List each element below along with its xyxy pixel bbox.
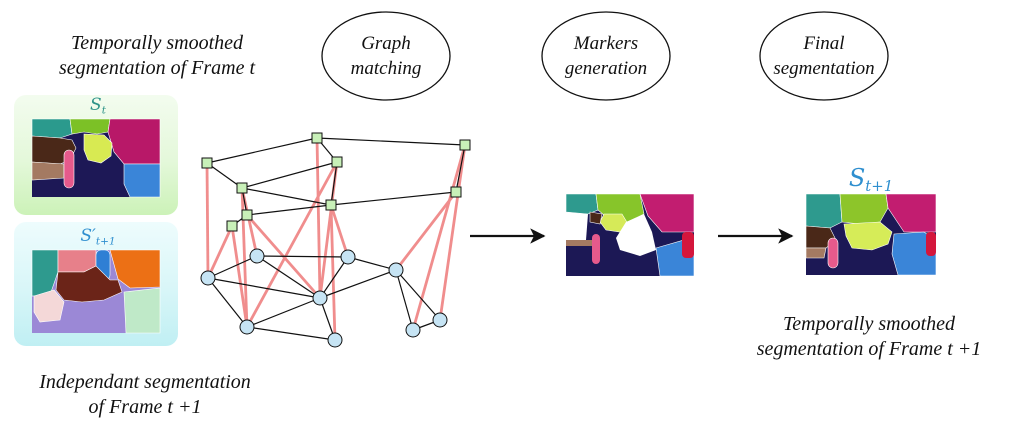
graph-edge-bottom — [395, 269, 441, 321]
graph-node-square — [325, 199, 337, 211]
graph-edge-top — [246, 204, 332, 216]
graph-edge-bottom — [319, 256, 349, 299]
label-s-t-sub: t — [101, 104, 106, 117]
graph-edge-top — [330, 161, 338, 206]
graph-edge-top — [206, 137, 318, 164]
final-caption: Temporally smoothed segmentation of Fram… — [724, 312, 1014, 362]
graph-node-square — [311, 132, 323, 144]
step-label-graph-matching: Graph matching — [326, 31, 446, 81]
match-edge — [206, 225, 234, 279]
label-s-prime-t1-base: S′ — [80, 226, 96, 246]
graph-node-square — [331, 156, 343, 168]
step-oval-markers-generation — [541, 11, 671, 101]
step-1-line2: matching — [350, 58, 422, 79]
final-caption-line1: Temporally smoothed — [782, 313, 956, 335]
graph-edge-bottom — [246, 326, 336, 341]
graph-edge-bottom — [246, 297, 321, 328]
match-edge — [438, 144, 467, 321]
label-s-t1-base: S — [848, 164, 866, 192]
graph-node-square — [241, 209, 253, 221]
graph-edge-top — [241, 161, 338, 189]
graph-edge-bottom — [347, 256, 397, 271]
graph-edge-top — [316, 137, 466, 146]
graph-node-circle — [388, 262, 404, 278]
label-s-t1-sub: t+1 — [865, 177, 894, 196]
frame-t-caption: Temporally smoothed segmentation of Fram… — [12, 31, 302, 81]
step-oval-graph-matching — [321, 11, 451, 101]
graph-edge-bottom — [256, 255, 321, 299]
graph-node-circle — [249, 248, 265, 264]
graph-node-square — [459, 139, 471, 151]
frame-t1-caption-line1: Independant segmentation — [39, 371, 251, 393]
graph-edge-top — [241, 187, 332, 206]
match-edge — [245, 161, 339, 328]
graph-node-circle — [239, 319, 255, 335]
final-segmentation-image — [805, 193, 937, 276]
step-2-line1: Markers — [573, 33, 639, 54]
label-s-prime-t1: S′t+1 — [72, 226, 124, 248]
step-3-line2: segmentation — [773, 58, 875, 79]
final-caption-line2: segmentation of Frame t +1 — [756, 338, 982, 360]
match-edge — [205, 162, 210, 279]
label-s-prime-t1-sub: t+1 — [95, 235, 116, 248]
step-label-final-segmentation: Final segmentation — [764, 31, 884, 81]
frame-t-caption-line1: Temporally smoothed — [70, 32, 244, 54]
graph-node-circle — [200, 270, 216, 286]
graph-node-circle — [327, 332, 343, 348]
label-s-t: St — [78, 95, 118, 117]
match-edge — [394, 191, 458, 271]
step-oval-final-segmentation — [759, 11, 889, 101]
match-edge — [230, 225, 249, 328]
graph-node-circle — [340, 249, 356, 265]
graph-edge-bottom — [319, 269, 397, 299]
step-2-line2: generation — [564, 58, 648, 79]
step-label-markers-generation: Markers generation — [546, 31, 666, 81]
frame-t1-caption: Independant segmentation of Frame t +1 — [0, 370, 290, 420]
graph-node-square — [450, 186, 462, 198]
match-edge — [329, 204, 350, 258]
label-s-t1: St+1 — [836, 164, 906, 195]
segmentation-image-s-t — [31, 118, 161, 198]
graph-edge-bottom — [207, 277, 321, 299]
graph-edge-top — [330, 191, 457, 206]
graph-edge-bottom — [395, 269, 414, 331]
graph-edge-bottom — [207, 277, 248, 328]
graph-node-square — [201, 157, 213, 169]
graph-edge-bottom — [207, 255, 258, 279]
graph-edge-top — [206, 162, 243, 189]
graph-node-square — [236, 182, 248, 194]
match-edge — [315, 137, 322, 299]
graph-node-circle — [312, 290, 328, 306]
segmentation-image-s-prime-t1 — [31, 249, 161, 334]
frame-t-caption-line2: segmentation of Frame t — [58, 57, 256, 79]
graph-node-circle — [405, 322, 421, 338]
label-s-t-base: S — [90, 95, 102, 115]
graph-edge-top — [455, 144, 466, 193]
step-3-line1: Final — [803, 33, 845, 54]
match-edge — [329, 204, 337, 341]
matching-graph — [200, 132, 471, 348]
step-1-line1: Graph — [361, 33, 411, 54]
graph-edge-bottom — [256, 255, 349, 258]
graph-node-square — [226, 220, 238, 232]
graph-node-circle — [432, 312, 448, 328]
markers-image — [565, 193, 695, 277]
frame-t1-caption-line2: of Frame t +1 — [88, 396, 202, 418]
